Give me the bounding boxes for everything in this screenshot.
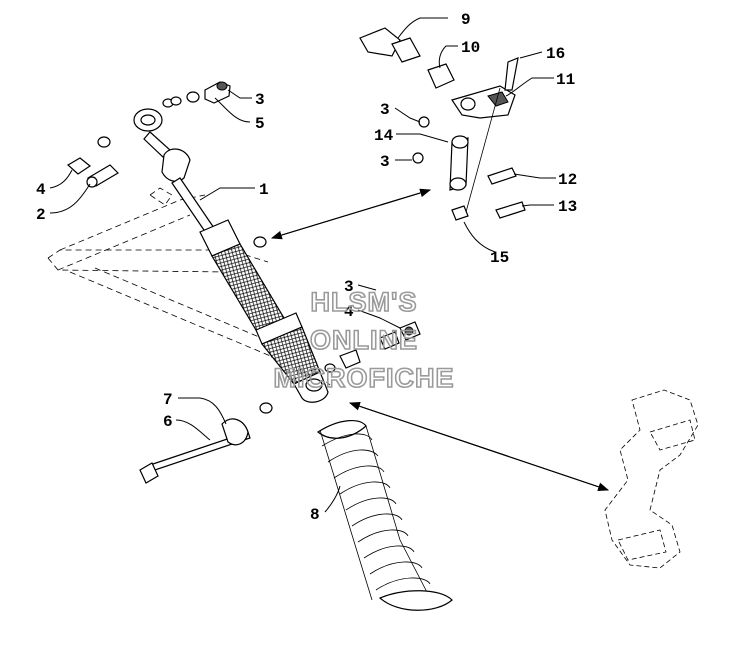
leader-lines: [49, 17, 556, 513]
linkage-parts: [359, 27, 526, 221]
lower-mount-hardware: [253, 236, 421, 414]
lower-bolt-and-bushing: [139, 418, 251, 484]
callout-4-middle: 4: [344, 303, 354, 321]
callout-5: 5: [255, 115, 265, 133]
callout-2: 2: [36, 206, 46, 224]
watermark-line-3: MICROFICHE: [274, 363, 455, 393]
top-mount-hardware: [66, 81, 231, 188]
callout-labels: 1 2 3 3 3 3 4 4 5 6 7 8 9 10 11 12 13 14…: [36, 11, 577, 524]
callout-12: 12: [558, 171, 577, 189]
shock-absorber: [133, 108, 329, 403]
callout-9: 9: [461, 11, 471, 29]
callout-7: 7: [163, 391, 173, 409]
callout-1: 1: [259, 181, 269, 199]
callout-8: 8: [310, 506, 320, 524]
watermark: HLSM'S ONLINE MICROFICHE: [273, 286, 455, 394]
callout-16: 16: [546, 45, 565, 63]
callout-3-middle: 3: [344, 278, 354, 296]
callout-10: 10: [461, 39, 480, 57]
callout-15: 15: [490, 249, 509, 267]
callout-3-link-top: 3: [380, 101, 390, 119]
callout-3-upper-left: 3: [255, 91, 265, 109]
assembly-arrows: [270, 188, 610, 492]
callout-14: 14: [374, 127, 394, 145]
watermark-line-1: HLSM'S: [311, 287, 418, 317]
callout-11: 11: [556, 71, 575, 89]
callout-6: 6: [163, 413, 173, 431]
callout-13: 13: [558, 198, 577, 216]
callout-4-left: 4: [36, 181, 46, 199]
spindle-assembly: [604, 389, 699, 569]
watermark-line-2: ONLINE: [310, 325, 418, 355]
callout-3-link-bottom: 3: [380, 153, 390, 171]
coil-spring: [316, 420, 453, 611]
